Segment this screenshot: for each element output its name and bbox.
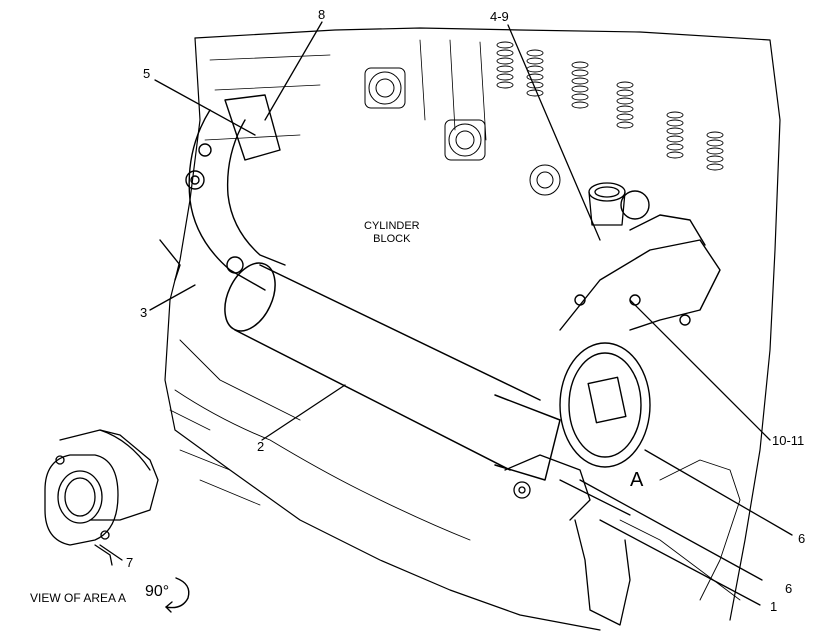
callout-8: 8 (318, 7, 326, 22)
callout-2: 2 (257, 439, 265, 454)
gaskets (364, 67, 561, 196)
manifold-elbow (159, 94, 286, 291)
callout-6-upper: 6 (798, 531, 806, 546)
valve-springs (496, 41, 724, 171)
rotation-arrow-icon (165, 577, 190, 613)
cylinder-block-line2: BLOCK (373, 232, 411, 245)
area-a-marker: A (630, 469, 644, 491)
view-of-area-caption: VIEW OF AREA A (30, 591, 127, 605)
cooler-tube (224, 262, 561, 481)
inset-flange-view (44, 429, 159, 566)
water-pump (559, 190, 721, 468)
outlet-elbow (504, 454, 631, 626)
callout-1: 1 (770, 599, 778, 614)
cylinder-block-line1: CYLINDER (364, 220, 420, 232)
callout-7: 7 (126, 555, 134, 570)
callout-4-9: 4-9 (490, 9, 509, 24)
callout-10-11: 10-11 (772, 433, 805, 448)
callout-3: 3 (140, 305, 148, 320)
thermostat-housing (588, 182, 626, 226)
leader-lines (99, 21, 793, 606)
rotation-label: 90° (145, 583, 170, 600)
callout-5: 5 (143, 66, 151, 81)
cylinder-block-label: CYLINDER BLOCK (364, 220, 420, 245)
callout-6-lower: 6 (785, 581, 793, 596)
